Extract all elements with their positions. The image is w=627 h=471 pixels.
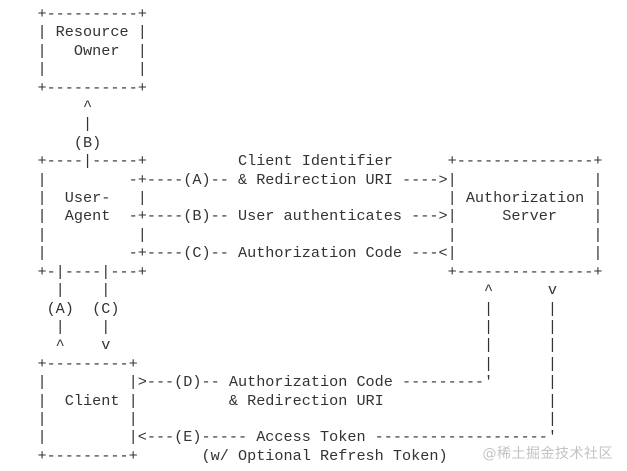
watermark-text: @稀土掘金技术社区 bbox=[482, 446, 613, 462]
